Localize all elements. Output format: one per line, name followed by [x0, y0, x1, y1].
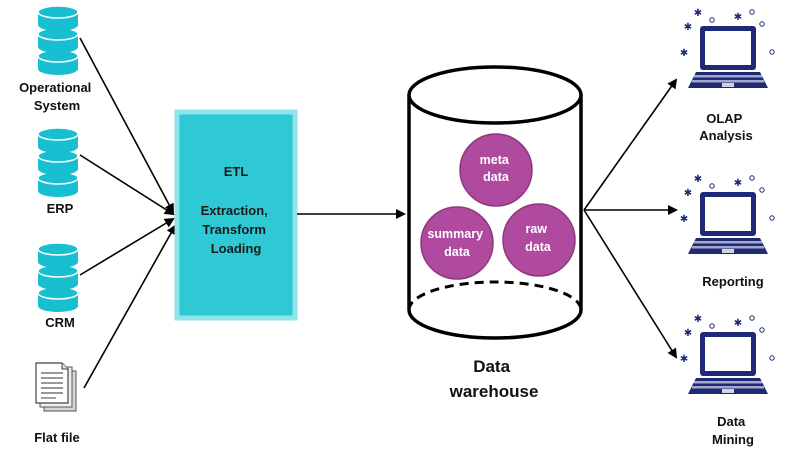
- warehouse-label: Data warehouse: [449, 357, 539, 401]
- svg-text:✱: ✱: [684, 328, 692, 339]
- arrow-crm-to-etl: [79, 217, 175, 276]
- database-icon: [37, 5, 79, 75]
- etl-description: Extraction, Transform Loading: [201, 203, 272, 256]
- svg-text:✱: ✱: [694, 174, 702, 185]
- output-label-olap: OLAP Analysis: [699, 111, 752, 143]
- svg-text:✱: ✱: [734, 178, 742, 189]
- arrow-operational-to-etl: [79, 37, 174, 214]
- ball-summary-data: summary data: [420, 206, 494, 280]
- arrow-warehouse-to-olap: [583, 78, 678, 211]
- etl-rect: [174, 109, 298, 321]
- etl-box: ETL Extraction, Transform Loading: [174, 109, 298, 321]
- source-label-erp: ERP: [47, 201, 74, 216]
- laptop-icon: ✱✱✱✱: [680, 8, 775, 88]
- database-icon: [37, 242, 79, 312]
- source-label-operational-system: Operational System: [19, 80, 95, 113]
- svg-text:✱: ✱: [680, 354, 688, 365]
- etl-title: ETL: [224, 164, 249, 179]
- laptop-icon: ✱✱✱✱: [680, 314, 775, 394]
- svg-text:✱: ✱: [684, 188, 692, 199]
- laptop-icon: ✱✱✱✱: [680, 174, 775, 254]
- svg-text:raw data: raw data: [525, 222, 552, 254]
- svg-text:✱: ✱: [684, 22, 692, 33]
- arrow-flatfile-to-etl: [83, 224, 176, 389]
- svg-text:✱: ✱: [694, 314, 702, 325]
- output-label-data-mining: Data Mining: [712, 414, 754, 447]
- document-icon: [35, 362, 77, 412]
- svg-text:✱: ✱: [734, 12, 742, 23]
- ball-meta-data: meta data: [459, 133, 533, 207]
- svg-text:✱: ✱: [694, 8, 702, 19]
- svg-text:meta data: meta data: [480, 153, 513, 184]
- arrow-erp-to-etl: [79, 154, 175, 216]
- output-label-reporting: Reporting: [702, 274, 763, 289]
- source-label-crm: CRM: [45, 315, 75, 330]
- arrow-warehouse-to-mining: [583, 209, 678, 359]
- source-label-flat-file: Flat file: [34, 430, 80, 445]
- ball-raw-data: raw data: [502, 203, 576, 277]
- svg-text:✱: ✱: [680, 48, 688, 59]
- svg-text:✱: ✱: [734, 318, 742, 329]
- svg-text:summary data: summary data: [427, 227, 486, 259]
- svg-text:✱: ✱: [680, 214, 688, 225]
- database-icon: [37, 127, 79, 197]
